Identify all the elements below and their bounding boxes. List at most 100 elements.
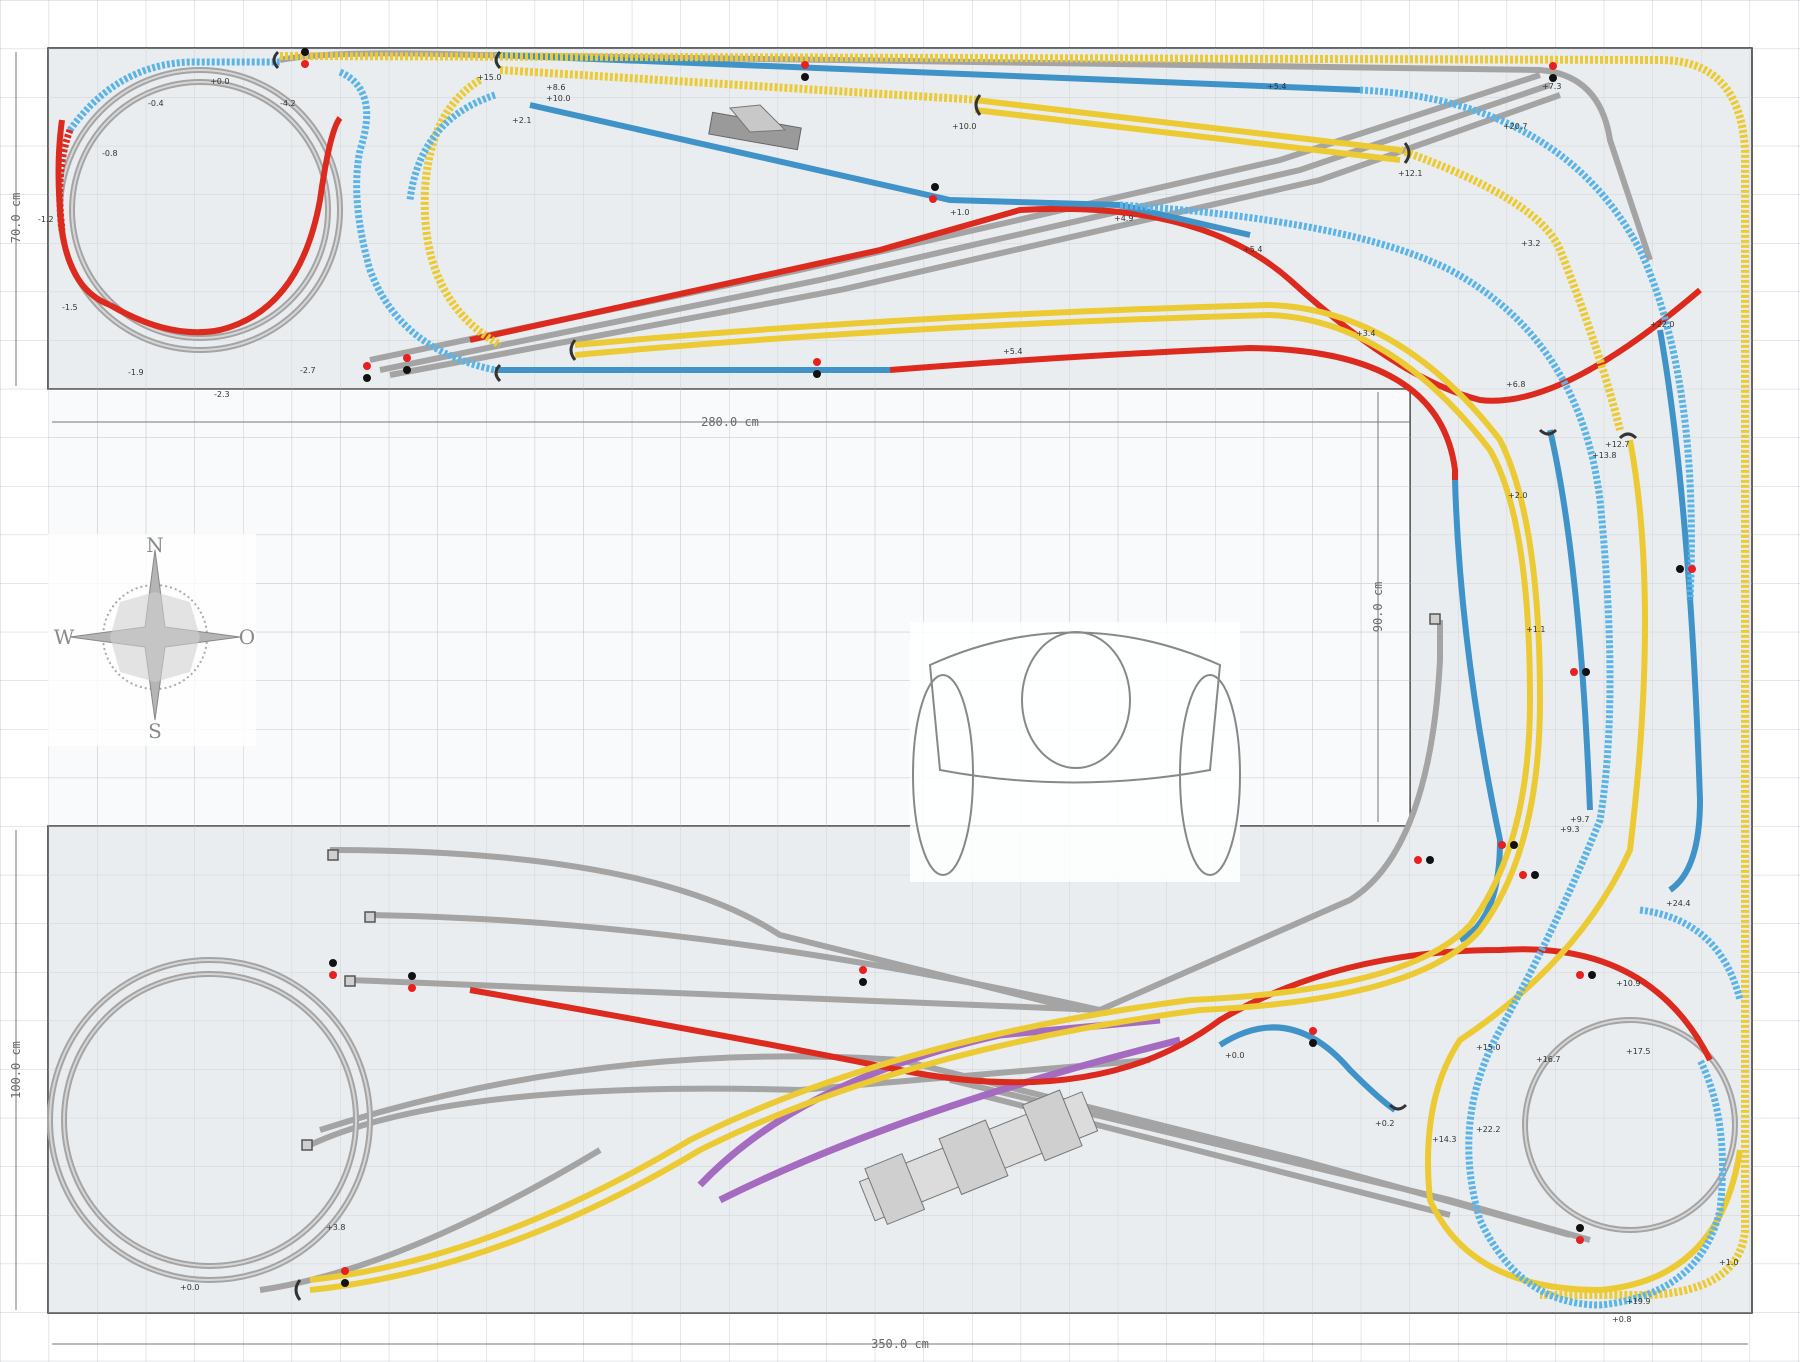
elevation-label: +17.5 — [1626, 1047, 1651, 1056]
dimension-lines — [15, 52, 1748, 1345]
tunnel-portal-icon — [569, 339, 577, 361]
elevation-label: +22.0 — [1650, 320, 1675, 329]
elevation-label: +0.2 — [1375, 1119, 1394, 1128]
compass-west: W — [54, 625, 75, 649]
elevation-label: +22.2 — [1476, 1125, 1501, 1134]
elevation-label: -0.8 — [102, 149, 118, 158]
armchair-symbol — [910, 622, 1241, 882]
elevation-label: +0.0 — [1225, 1051, 1244, 1060]
elevation-label: -2.7 — [300, 366, 316, 375]
elevation-label: +1.1 — [1526, 625, 1545, 634]
buffer-stop-icon — [344, 975, 356, 987]
signal-icon — [403, 354, 411, 374]
elevation-label: +24.4 — [1666, 899, 1691, 908]
elevation-label: +6.8 — [1506, 380, 1525, 389]
elevation-label: +9.3 — [1560, 825, 1579, 834]
compass-east: O — [239, 625, 255, 649]
elevation-label: +15.0 — [477, 73, 502, 82]
signal-icon — [301, 48, 309, 68]
dashed-yellow-tracks — [279, 52, 1749, 1299]
elevation-label: -1.2 — [38, 215, 54, 224]
elevation-label: +10.0 — [546, 94, 571, 103]
elevation-labels: +0.0 -0.4 -4.2 -0.8 -1.2 -1.5 -1.9 -2.3 … — [38, 73, 1738, 1324]
elevation-label: +13.8 — [1592, 451, 1617, 460]
tunnel-portal-icon — [1538, 428, 1558, 436]
signal-icon — [801, 61, 809, 81]
dimension-top-width: 280.0 cm — [701, 415, 759, 429]
dashed-red-tracks — [56, 128, 74, 231]
elevation-label: +2.1 — [512, 116, 531, 125]
elevation-label: -1.9 — [128, 368, 144, 377]
elevation-label: +1.0 — [1719, 1258, 1738, 1267]
dimension-bottom-height: 100.0 cm — [9, 1041, 23, 1099]
dashed-blue-tracks — [67, 58, 1744, 1309]
elevation-label: +3.2 — [1521, 239, 1540, 248]
dimension-right-height: 90.0 cm — [1371, 582, 1385, 633]
elevation-label: -0.4 — [148, 99, 164, 108]
yellow-tracks — [309, 97, 1743, 1294]
elevation-label: +0.8 — [1612, 1315, 1631, 1324]
signal-icon — [1576, 1224, 1584, 1244]
signals — [301, 48, 1696, 1287]
elevation-label: +14.3 — [1432, 1135, 1457, 1144]
tunnel-portals — [272, 50, 1638, 1301]
tunnel-portal-icon — [294, 1279, 302, 1301]
station-building-bottom — [858, 1089, 1099, 1226]
elevation-label: +7.3 — [1542, 82, 1561, 91]
elevation-label: +19.9 — [1626, 1297, 1651, 1306]
signal-icon — [1498, 841, 1518, 849]
buffer-stops — [301, 613, 1441, 1151]
signal-icon — [1576, 971, 1596, 979]
elevation-label: +2.0 — [1508, 491, 1527, 500]
elevation-label: +8.6 — [546, 83, 565, 92]
compass-south: S — [148, 719, 162, 743]
signal-icon — [929, 183, 939, 203]
signal-icon — [363, 362, 371, 382]
tunnel-portal-icon — [1388, 1103, 1408, 1111]
dimension-top-height: 70.0 cm — [9, 193, 23, 244]
signal-icon — [1309, 1027, 1317, 1047]
signal-icon — [813, 358, 821, 378]
elevation-label: +10.0 — [952, 122, 977, 131]
signal-icon — [329, 959, 337, 979]
elevation-label: -4.2 — [280, 99, 296, 108]
elevation-label: +15.0 — [1476, 1043, 1501, 1052]
dimension-bottom-width: 350.0 cm — [871, 1337, 929, 1351]
elevation-label: +20.7 — [1503, 122, 1528, 131]
buffer-stop-icon — [1429, 613, 1441, 625]
elevation-label: +0.0 — [180, 1283, 199, 1292]
buffer-stop-icon — [364, 911, 376, 923]
signal-icon — [408, 972, 416, 992]
elevation-label: +4.9 — [1114, 214, 1133, 223]
elevation-label: +12.7 — [1605, 440, 1630, 449]
signal-icon — [1549, 62, 1557, 82]
tunnel-portal-icon — [494, 363, 502, 383]
gray-track-centers — [49, 69, 1736, 1281]
buffer-stop-icon — [327, 849, 339, 861]
signal-icon — [1676, 565, 1696, 573]
elevation-label: +9.7 — [1570, 815, 1589, 824]
elevation-label: +0.0 — [210, 77, 229, 86]
elevation-label: +12.1 — [1398, 169, 1423, 178]
elevation-label: +16.7 — [1536, 1055, 1561, 1064]
signal-icon — [1570, 668, 1590, 676]
signal-icon — [1414, 856, 1434, 864]
tunnel-portal-icon — [1618, 432, 1638, 440]
station-building-top — [708, 104, 802, 151]
compass-north: N — [146, 533, 164, 557]
signal-icon — [341, 1267, 349, 1287]
blue-tracks — [494, 52, 1704, 1113]
elevation-label: +3.4 — [1356, 329, 1375, 338]
elevation-label: +10.9 — [1616, 979, 1641, 988]
tunnel-portal-icon — [1403, 142, 1411, 164]
buffer-stop-icon — [301, 1139, 313, 1151]
elevation-label: +3.8 — [326, 1223, 345, 1232]
tunnel-portal-icon — [272, 50, 280, 70]
tunnel-portal-icon — [494, 50, 502, 70]
elevation-label: +5.4 — [1267, 82, 1286, 91]
compass-rose: N S W O — [48, 533, 256, 746]
elevation-label: +5.4 — [1003, 347, 1022, 356]
elevation-label: -1.5 — [62, 303, 78, 312]
elevation-label: +5.4 — [1243, 245, 1262, 254]
